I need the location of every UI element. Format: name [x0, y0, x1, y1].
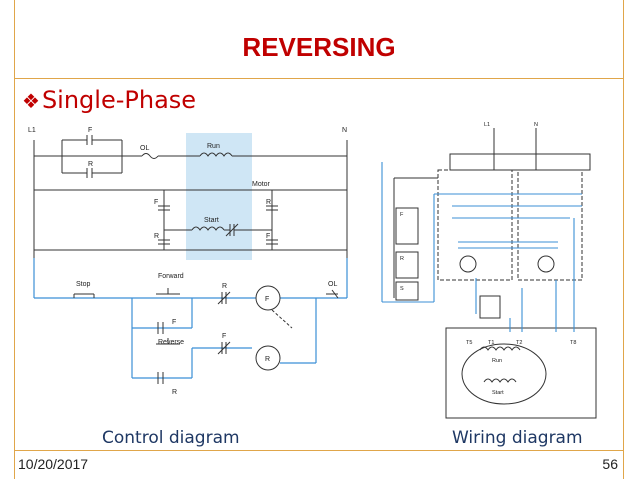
- label-seal-f: F: [172, 319, 176, 326]
- wiring-label-n: N: [534, 122, 538, 128]
- label-ol: OL: [328, 281, 337, 288]
- bullet-text: Single-Phase: [41, 86, 197, 114]
- slide-frame: [14, 0, 624, 479]
- label-motor-r-right: R: [266, 199, 271, 206]
- label-motor: Motor: [252, 181, 271, 188]
- reverse-coil-icon: [255, 345, 281, 371]
- forward-coil-icon: [255, 285, 281, 311]
- wiring-coil-r-icon: [537, 255, 555, 273]
- label-forward: Forward: [158, 273, 184, 280]
- page-number: 56: [602, 456, 618, 472]
- wiring-label-t2: T2: [516, 340, 522, 346]
- label-stop: Stop: [76, 281, 91, 288]
- wiring-label-start: Start: [492, 390, 504, 396]
- reversing-diagrams: L1 N F R OL Run Motor Start F R R F Stop…: [28, 122, 597, 419]
- wiring-diagram-caption: Wiring diagram: [452, 428, 583, 448]
- wiring-diagram: [393, 128, 597, 419]
- control-text: L1 N F R OL Run Motor Start F R R F Stop…: [28, 127, 347, 396]
- label-n: N: [342, 127, 347, 134]
- label-coil-r: R: [265, 356, 270, 363]
- bullet-heading: ❖Single-Phase: [22, 86, 196, 115]
- wiring-coil-f-icon: [459, 255, 477, 273]
- label-reverse: Reverse: [158, 339, 184, 346]
- label-l1: L1: [28, 127, 36, 134]
- control-diagram-caption: Control diagram: [102, 428, 240, 448]
- label-start: Start: [204, 217, 219, 224]
- control-blue-wiring: [33, 258, 348, 379]
- control-diagram: [33, 133, 348, 298]
- wiring-label-t1: T1: [488, 340, 494, 346]
- wiring-text: L1 N F R S T5 T1 T2 T8 Run Start: [400, 122, 576, 396]
- diamond-bullet-icon: ❖: [22, 89, 40, 113]
- wiring-label-t5: T5: [466, 340, 472, 346]
- motor-icon: [461, 343, 547, 405]
- wiring-label-s: S: [400, 286, 404, 292]
- label-f-top: F: [88, 127, 92, 134]
- run-start-highlight: [186, 133, 252, 260]
- label-run: Run: [207, 143, 220, 150]
- wiring-label-t8: T8: [570, 340, 576, 346]
- label-motor-f-right: F: [266, 233, 270, 240]
- control-components: [73, 285, 339, 384]
- label-ol-top: OL: [140, 145, 149, 152]
- wiring-label-l1: L1: [484, 122, 490, 128]
- label-interlock-r: R: [222, 283, 227, 290]
- label-r-top: R: [88, 161, 93, 168]
- label-interlock-f: F: [222, 333, 226, 340]
- footer-divider: [14, 450, 624, 451]
- overload-block: [479, 295, 501, 319]
- label-motor-f-left: F: [154, 199, 158, 206]
- wiring-blue-lines: [381, 162, 582, 332]
- wiring-label-f: F: [400, 212, 404, 218]
- label-seal-r: R: [172, 389, 177, 396]
- wiring-label-r: R: [400, 256, 404, 262]
- title-divider: [14, 78, 624, 79]
- label-coil-f: F: [265, 296, 269, 303]
- wiring-label-run: Run: [492, 358, 502, 364]
- footer-date: 10/20/2017: [18, 456, 89, 472]
- slide-title: REVERSING: [242, 32, 396, 62]
- label-motor-r-left: R: [154, 233, 159, 240]
